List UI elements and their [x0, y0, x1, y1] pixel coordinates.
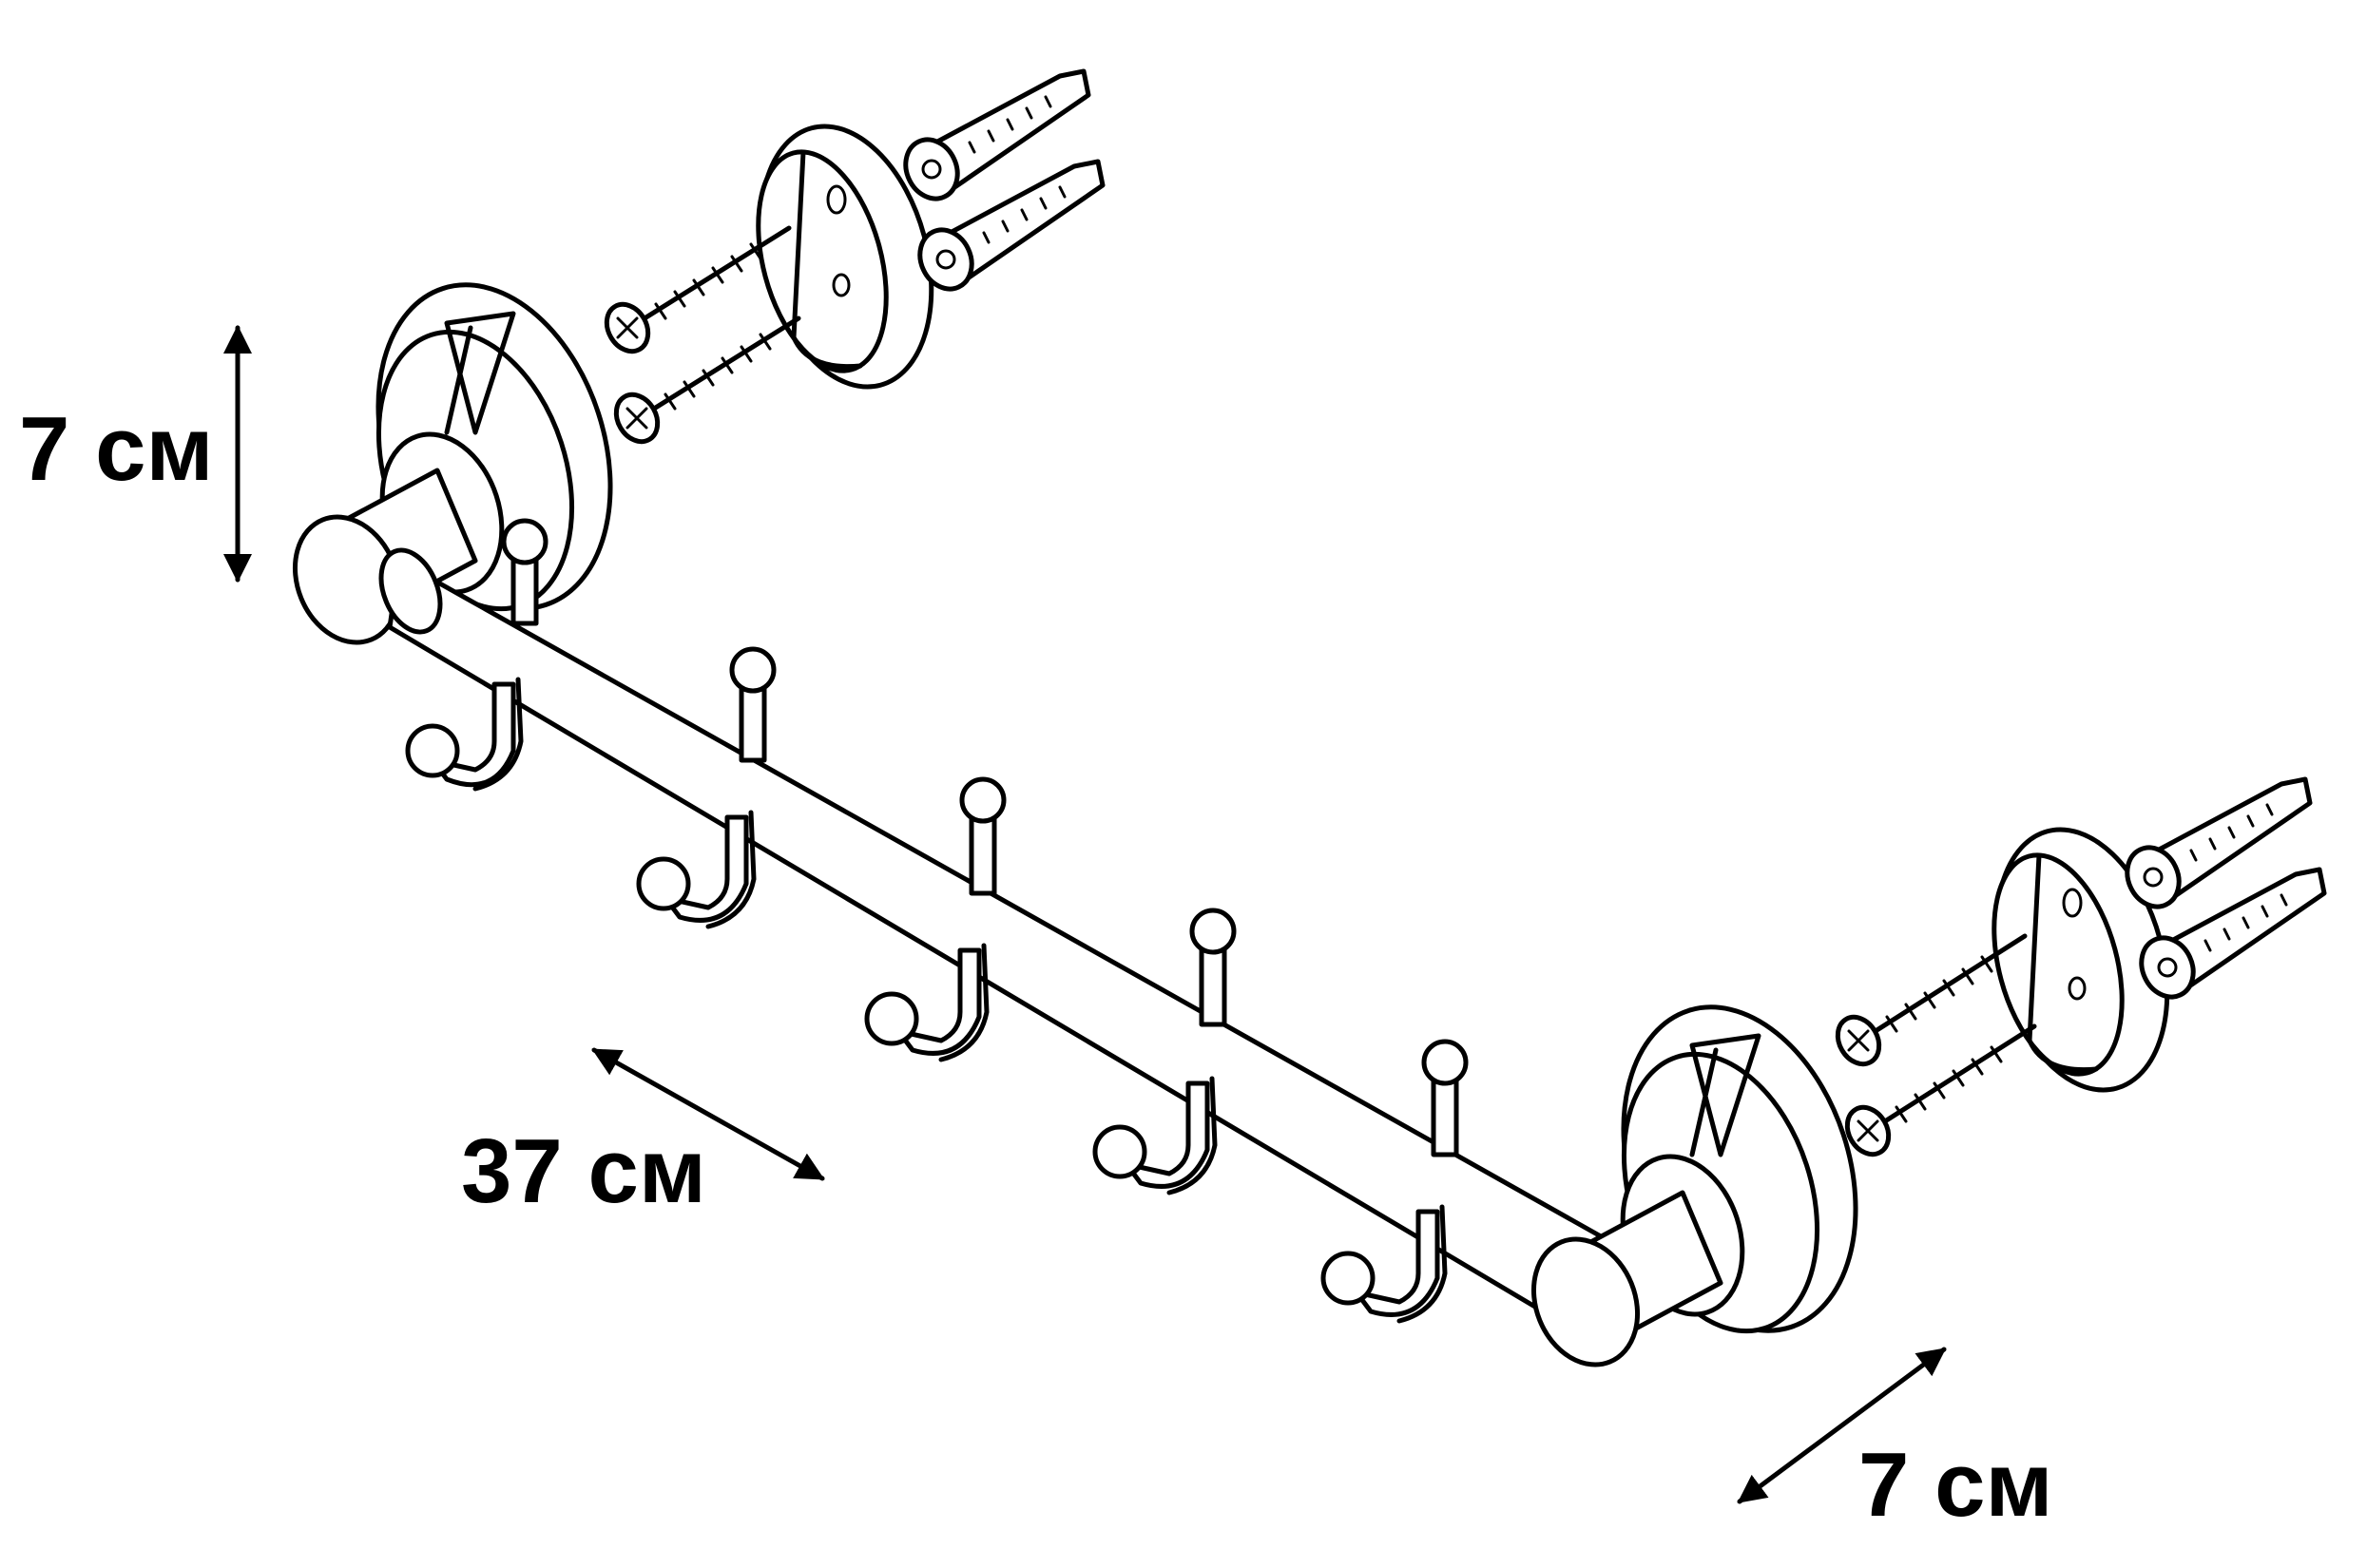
dimension-depth: 7 см: [1737, 1347, 2052, 1536]
right-anchor-2: [2139, 867, 2327, 1000]
right-anchor-1: [2125, 776, 2313, 909]
height-label: 7 см: [19, 398, 213, 500]
length-label: 37 см: [461, 1120, 706, 1222]
hook-1: [405, 518, 548, 792]
right-wall-mount: [1530, 1004, 1858, 1367]
length-arrow: [591, 1047, 825, 1181]
left-bracket: [756, 124, 934, 390]
right-bracket: [1992, 827, 2170, 1093]
left-anchor-1: [903, 68, 1091, 201]
right-mounting-kit: [1835, 776, 2327, 1157]
dimension-height: 7 см: [19, 325, 252, 583]
left-screw-2: [613, 316, 801, 445]
hook-2: [636, 646, 777, 929]
hooks: [405, 518, 1469, 1324]
hook-5: [1320, 1039, 1469, 1324]
depth-label: 7 см: [1858, 1434, 2052, 1536]
right-screw-1: [1835, 933, 2028, 1067]
hook-3: [864, 776, 1007, 1062]
left-mounting-kit: [604, 68, 1106, 445]
left-screw-1: [604, 225, 792, 354]
dimension-length: 37 см: [461, 1047, 825, 1222]
depth-arrow: [1737, 1347, 1947, 1504]
right-screw-2: [1844, 1023, 2037, 1157]
hook-4: [1092, 908, 1237, 1195]
left-anchor-2: [917, 159, 1106, 292]
